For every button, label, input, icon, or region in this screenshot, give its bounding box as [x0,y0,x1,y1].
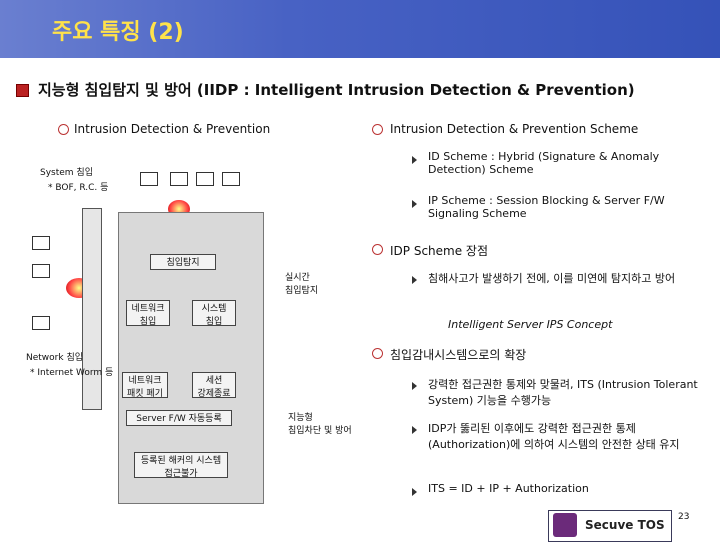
pc-icon [196,172,214,186]
pc-icon [140,172,158,186]
arrow-bullet-icon [412,156,417,164]
firewall-box: Server F/W 자동등록 [126,410,232,426]
system-attack-label: System 침입 [40,168,93,178]
arrow-bullet-icon [412,488,417,496]
right-item-2: IP Scheme : Session Blocking & Server F/… [428,194,665,220]
hacker-box: 등록된 해커의 시스템 접근불가 [134,452,228,479]
title-bar [0,0,720,58]
pc-icon [32,316,50,330]
realtime-label: 실시간 침입탐지 [285,273,319,296]
arrow-bullet-icon [412,200,417,208]
expand-item-3: ITS = ID + IP + Authorization [428,482,589,495]
packet-drop-box: 네트워크 패킷 폐기 [122,372,168,399]
network-attack-label: Network 침입 [26,353,83,363]
arrow-bullet-icon [412,276,417,284]
network-bar [82,208,102,410]
detect-box: 침입탐지 [150,254,216,270]
square-bullet-icon [16,84,29,97]
brand-name: Secuve TOS [585,518,665,532]
intelligent-label: 지능형 침입차단 및 방어 [288,413,352,436]
pc-icon [32,264,50,278]
system-intrusion-box: 시스템 침입 [192,300,236,327]
left-heading: Intrusion Detection & Prevention [74,122,271,136]
circle-bullet-icon [372,348,383,359]
expand-item-1: 강력한 접근권한 통제와 맞물려, ITS (Intrusion Toleran… [428,378,698,407]
session-kill-box: 세션 강제종료 [192,372,236,399]
slide-title: 주요 특징 (2) [52,20,184,45]
brand-logo: Secuve TOS [548,510,672,542]
idp-item-1: 침해사고가 발생하기 전에, 이를 미연에 탐지하고 방어 [428,272,676,285]
network-attack-note: * Internet Worm 등 [30,368,114,378]
right-heading: Intrusion Detection & Prevention Scheme [390,122,639,136]
arrow-bullet-icon [412,382,417,390]
circle-bullet-icon [372,244,383,255]
system-attack-note: * BOF, R.C. 등 [48,183,109,193]
ips-concept: Intelligent Server IPS Concept [448,318,613,331]
right-item-1: ID Scheme : Hybrid (Signature & Anomaly … [428,150,660,176]
pc-icon [170,172,188,186]
circle-bullet-icon [58,124,69,135]
headline: 지능형 침입탐지 및 방어 (IIDP : Intelligent Intrus… [38,81,635,99]
page-number: 23 [678,512,690,522]
brand-logo-icon [553,513,577,537]
pc-icon [32,236,50,250]
arrow-bullet-icon [412,426,417,434]
idp-heading: IDP Scheme 장점 [390,244,489,258]
network-intrusion-box: 네트워크 침입 [126,300,170,327]
pc-icon [222,172,240,186]
circle-bullet-icon [372,124,383,135]
expand-item-2: IDP가 뚫리된 이후에도 강력한 접근권한 통제(Authorization)… [428,422,680,451]
expand-heading: 침입감내시스템으로의 확장 [390,348,527,362]
